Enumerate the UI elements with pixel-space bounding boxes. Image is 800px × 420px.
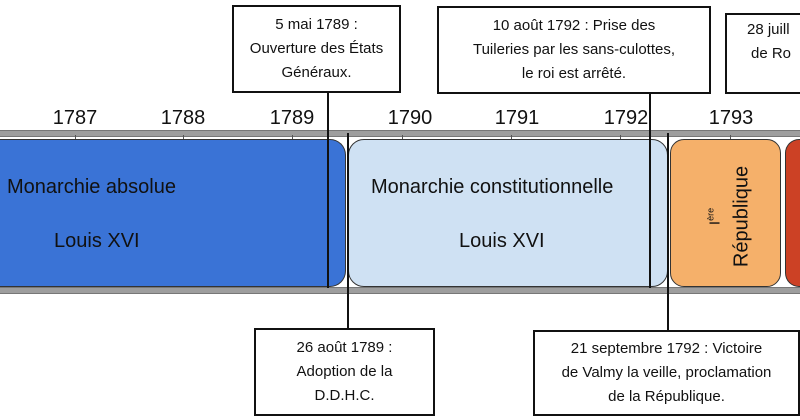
- period-title: République: [730, 165, 753, 268]
- event-text: 28 juill: [747, 21, 790, 38]
- year-label: 1790: [387, 107, 433, 129]
- event-box-ddhc: 26 août 1789 : Adoption de la D.D.H.C.: [254, 328, 435, 416]
- event-text: de la République.: [608, 388, 725, 405]
- year-label: 1788: [160, 107, 206, 129]
- event-text: de Valmy la veille, proclamation: [561, 364, 772, 381]
- republic-numeral: I: [706, 220, 724, 226]
- event-box-robespierre: 28 juill de Ro: [725, 13, 800, 94]
- tick: [511, 135, 512, 139]
- tick: [620, 135, 621, 139]
- year-label: 1789: [269, 107, 315, 129]
- period-title: Monarchie absolue: [7, 176, 176, 198]
- period-absolute-monarchy: Monarchie absolue Louis XVI: [0, 139, 346, 287]
- event-text: 26 août 1789 :: [296, 339, 393, 356]
- event-text: 5 mai 1789 :: [275, 16, 358, 33]
- connector-line: [649, 92, 651, 288]
- event-text: Adoption de la: [296, 363, 393, 380]
- event-box-valmy: 21 septembre 1792 : Victoire de Valmy la …: [533, 330, 800, 416]
- tick: [183, 135, 184, 139]
- period-constitutional-monarchy: Monarchie constitutionnelle Louis XVI: [348, 139, 668, 287]
- event-text: 10 août 1792 : Prise des: [492, 17, 656, 34]
- tick: [292, 135, 293, 139]
- period-next: [785, 139, 800, 287]
- connector-line: [347, 133, 349, 330]
- timeline-axis-bottom: [0, 287, 800, 294]
- event-text: D.D.H.C.: [314, 387, 375, 404]
- year-label: 1793: [708, 107, 754, 129]
- year-label: 1787: [52, 107, 98, 129]
- connector-line: [667, 133, 669, 331]
- period-king: Louis XVI: [54, 230, 140, 252]
- tick: [75, 135, 76, 139]
- tick: [402, 135, 403, 139]
- year-label: 1792: [603, 107, 649, 129]
- year-label: 1791: [494, 107, 540, 129]
- timeline-axis-top: [0, 130, 800, 137]
- period-title: Monarchie constitutionnelle: [371, 176, 614, 198]
- tick: [730, 135, 731, 139]
- republic-sup: ère: [705, 207, 716, 221]
- event-text: le roi est arrêté.: [521, 65, 627, 82]
- event-text: Généraux.: [281, 64, 352, 81]
- event-text: de Ro: [751, 45, 792, 62]
- event-text: Ouverture des États: [249, 40, 384, 57]
- connector-line: [327, 92, 329, 288]
- event-text: Tuileries par les sans-culottes,: [472, 41, 676, 58]
- period-first-republic: Ière République: [670, 139, 781, 287]
- period-king: Louis XVI: [459, 230, 545, 252]
- event-text: 21 septembre 1792 : Victoire: [570, 340, 763, 357]
